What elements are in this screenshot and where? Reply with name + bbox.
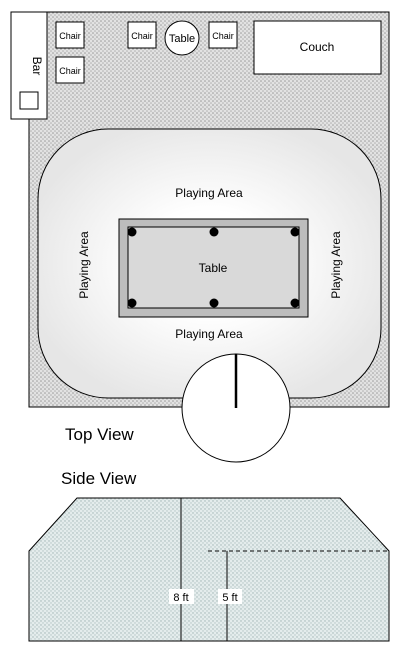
pocket-bottom-left (127, 298, 137, 308)
side-view-caption: Side View (61, 469, 137, 488)
chair-3-label: Chair (131, 31, 153, 41)
bar-sink (19, 91, 39, 110)
bar-label: Bar (30, 57, 44, 76)
pocket-top-left (127, 227, 137, 237)
height-5ft-label-bg (218, 589, 242, 604)
top-view-caption: Top View (65, 425, 134, 444)
small-table (164, 20, 200, 56)
pocket-bottom-middle (209, 298, 219, 308)
chair-1-label: Chair (59, 31, 81, 41)
pocket-top-middle (209, 227, 219, 237)
pool-table-bed (127, 226, 300, 309)
couch (253, 20, 382, 75)
chair-4-label: Chair (212, 31, 234, 41)
height-8ft-label: 8 ft (173, 592, 188, 604)
pocket-bottom-right (290, 298, 300, 308)
playing-area-label-top: Playing Area (175, 186, 243, 200)
height-5ft-label: 5 ft (222, 592, 237, 604)
chair-4 (208, 21, 238, 49)
chair-1 (55, 21, 85, 49)
pocket-top-right (290, 227, 300, 237)
chair-2 (55, 56, 85, 84)
couch-label: Couch (300, 40, 335, 54)
top-view: Bar Chair Chair Chair Chair Table Couch … (10, 11, 390, 463)
side-view-profile (28, 497, 390, 642)
chair-3 (127, 21, 157, 49)
playing-area-label-right: Playing Area (329, 231, 343, 299)
chair-2-label: Chair (59, 66, 81, 76)
small-table-label: Table (169, 33, 195, 45)
height-8ft-label-bg (169, 589, 194, 604)
playing-area-label-bottom: Playing Area (175, 327, 243, 341)
playing-area-label-left: Playing Area (77, 231, 91, 299)
side-view: Side View 8 ft 5 ft (28, 469, 390, 642)
pool-table-label: Table (199, 261, 228, 275)
